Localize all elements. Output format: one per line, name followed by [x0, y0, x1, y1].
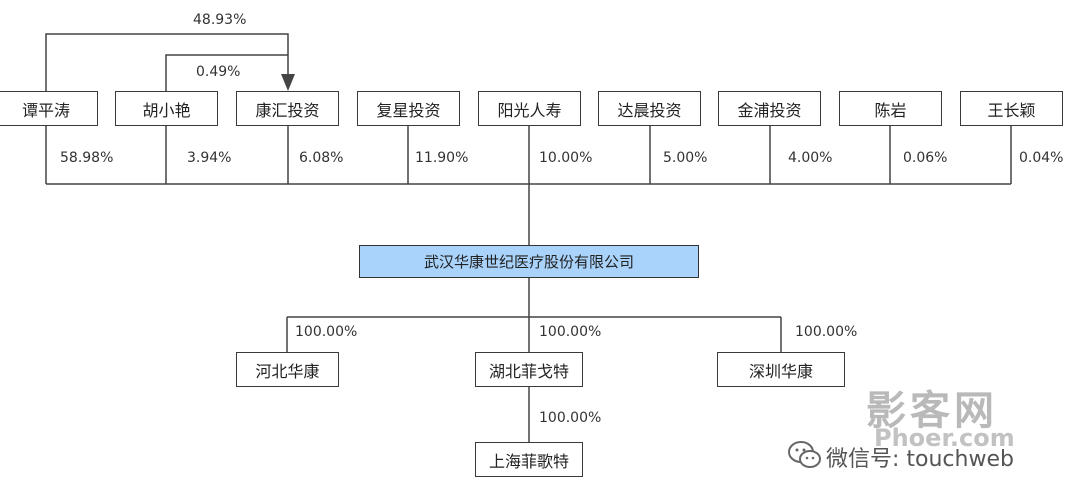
company-box: 武汉华康世纪医疗股份有限公司 [359, 245, 699, 278]
shareholder-pct: 10.00% [539, 150, 593, 166]
subsidiary-box: 湖北菲戈特 [475, 352, 583, 387]
shareholder-box: 达晨投资 [598, 91, 701, 126]
shareholder-box: 王长颖 [960, 91, 1063, 126]
link-huxiaoyan-kanghui [165, 54, 288, 91]
subsidiary-pct: 100.00% [295, 324, 358, 340]
shareholder-pct: 4.00% [788, 150, 833, 166]
sub-subsidiary-pct: 100.00% [539, 410, 602, 426]
shareholder-box: 复星投资 [357, 91, 460, 126]
wechat-icon [788, 441, 821, 468]
pct-huxiaoyan-kanghui: 0.49% [196, 64, 241, 80]
shareholder-pct: 6.08% [299, 150, 344, 166]
shareholder-pct: 0.04% [1019, 150, 1064, 166]
shareholder-pct: 3.94% [187, 150, 232, 166]
watermark-brand: 影客网 [866, 388, 998, 434]
shareholder-box: 金浦投资 [718, 91, 821, 126]
subsidiary-box: 河北华康 [236, 352, 339, 387]
drop-lines [45, 126, 1012, 184]
shareholder-box: 陈岩 [839, 91, 942, 126]
watermark-wechat: 微信号: touchweb [826, 447, 1014, 472]
shareholder-pct: 11.90% [415, 150, 469, 166]
shareholder-box: 阳光人寿 [478, 91, 581, 126]
shareholder-pct: 58.98% [60, 150, 114, 166]
pct-tanpingtao-kanghui: 48.93% [193, 12, 247, 28]
shareholder-pct: 0.06% [903, 150, 948, 166]
shareholder-box: 胡小艳 [115, 91, 218, 126]
subsidiary-pct: 100.00% [539, 324, 602, 340]
shareholder-box: 谭平涛 [0, 91, 98, 126]
shareholder-pct: 5.00% [663, 150, 708, 166]
link-tanpingtao-kanghui [45, 33, 289, 91]
arrow-head [281, 74, 295, 91]
watermark-site: Phoer.com [874, 424, 1015, 452]
subsidiary-pct: 100.00% [795, 324, 858, 340]
subsidiary-box: 深圳华康 [717, 352, 845, 387]
subsidiary-drops [286, 317, 782, 352]
sub-subsidiary-box: 上海菲歌特 [475, 442, 583, 477]
shareholder-box: 康汇投资 [236, 91, 339, 126]
